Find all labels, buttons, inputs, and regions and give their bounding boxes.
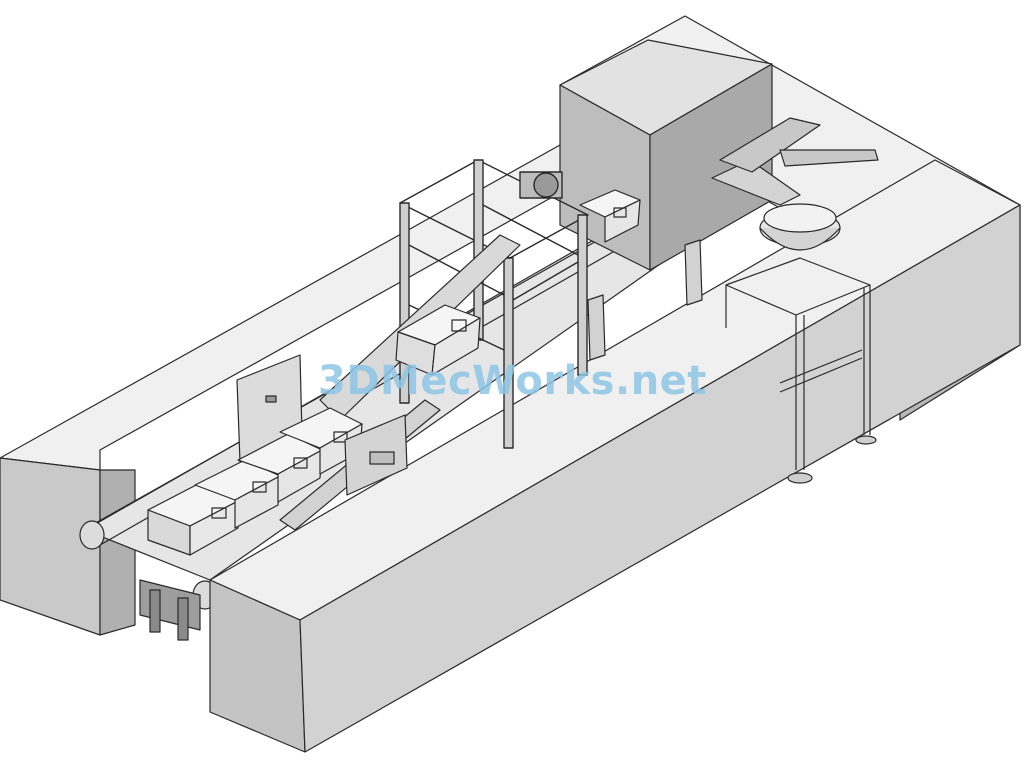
bowl-feeder	[711, 117, 879, 484]
left-housing	[0, 144, 566, 636]
box-on-chute	[395, 304, 481, 376]
brackets	[587, 239, 703, 361]
guard-plate	[344, 414, 408, 496]
box-3	[237, 433, 323, 503]
boxes	[147, 189, 641, 556]
box-5	[579, 189, 641, 243]
frame	[399, 159, 589, 449]
box-2	[194, 459, 281, 529]
box-4	[279, 407, 363, 475]
